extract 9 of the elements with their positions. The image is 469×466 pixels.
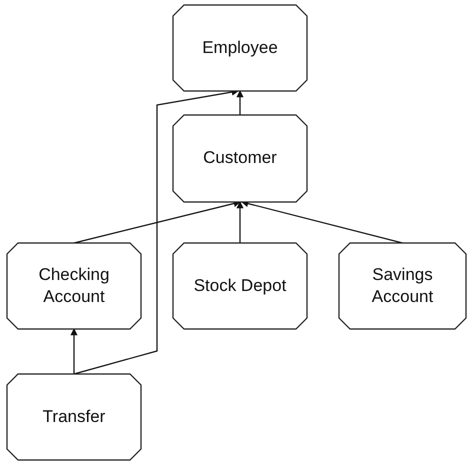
node-label: Stock Depot	[194, 274, 286, 297]
node-label: Transfer	[42, 406, 106, 428]
node-label: Savings Account	[370, 264, 434, 308]
node-label: Employee	[202, 36, 278, 59]
node-label: Customer	[203, 147, 277, 170]
arrow	[236, 90, 244, 115]
arrow	[236, 201, 244, 243]
arrow	[70, 328, 78, 374]
node-label: Checking Account	[38, 264, 110, 308]
